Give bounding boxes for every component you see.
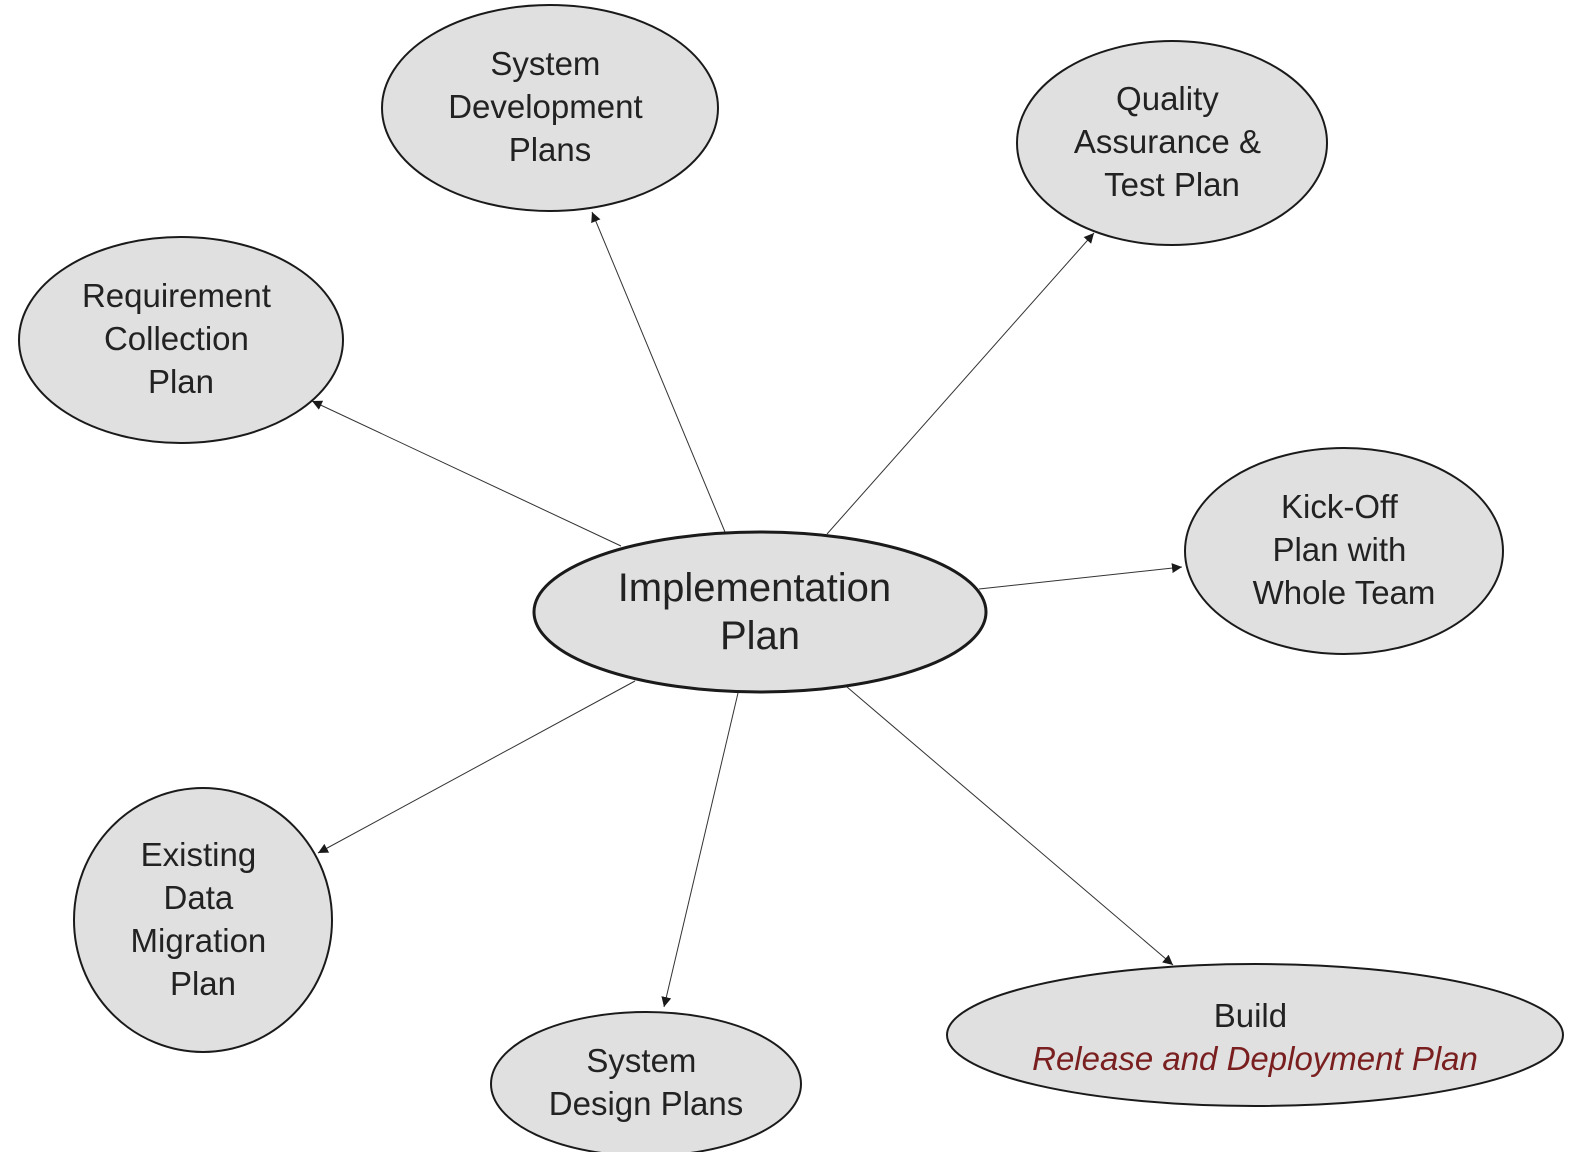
node-existing-data-migration-plan: Existing Data Migration Plan — [73, 787, 333, 1053]
build-subtitle: Release and Deployment Plan — [1032, 1040, 1478, 1077]
label-line: Plan — [170, 965, 236, 1002]
node-shape — [946, 963, 1564, 1107]
label-line: Plan — [148, 363, 214, 400]
label-line: Assurance & — [1074, 123, 1261, 160]
center-node-shape — [532, 530, 988, 694]
label-line: System — [586, 1042, 696, 1079]
label-line: System — [490, 45, 600, 82]
node-label: Existing Data Migration Plan — [131, 836, 276, 1002]
node-label: Requirement Collection Plan — [82, 277, 280, 400]
edge-to-system-design-plans — [661, 692, 739, 1008]
node-label: Build Release and Deployment Plan — [1032, 997, 1478, 1077]
label-line: Quality — [1116, 80, 1219, 117]
label-line: Existing — [141, 836, 257, 873]
edge-to-kick-off-plan — [978, 563, 1183, 590]
center-node-implementation-plan: Implementation Plan — [532, 530, 988, 694]
center-label-line-1: Implementation — [618, 566, 891, 610]
node-shape — [18, 236, 344, 444]
center-node-label: Implementation Plan — [618, 566, 903, 658]
build-title: Build — [1214, 997, 1287, 1034]
edge-to-build-release-plan — [846, 686, 1174, 966]
node-shape — [1016, 40, 1328, 246]
edge-to-existing-data-migration-plan — [317, 680, 636, 854]
node-label: System Development Plans — [448, 45, 652, 168]
node-kick-off-plan: Kick-Off Plan with Whole Team — [1184, 447, 1504, 655]
node-label: System Design Plans — [549, 1042, 743, 1122]
center-label-line-2: Plan — [720, 614, 800, 658]
edge-to-system-development-plans — [591, 211, 726, 533]
label-line: Plan with — [1272, 531, 1406, 568]
node-shape — [490, 1011, 802, 1152]
node-label: Kick-Off Plan with Whole Team — [1253, 488, 1436, 611]
label-line: Whole Team — [1253, 574, 1436, 611]
label-line: Design Plans — [549, 1085, 743, 1122]
node-shape — [381, 4, 719, 212]
node-system-development-plans: System Development Plans — [381, 4, 719, 212]
edge-to-quality-assurance-test-plan — [826, 232, 1095, 535]
node-requirement-collection-plan: Requirement Collection Plan — [18, 236, 344, 444]
label-line: Development — [448, 88, 642, 125]
node-shape — [73, 787, 333, 1053]
label-line: Data — [164, 879, 234, 916]
node-quality-assurance-test-plan: Quality Assurance & Test Plan — [1016, 40, 1328, 246]
edge-to-requirement-collection-plan — [311, 400, 622, 547]
label-line: Requirement — [82, 277, 271, 314]
label-line: Test Plan — [1104, 166, 1240, 203]
label-line: Plans — [509, 131, 592, 168]
label-line: Collection — [104, 320, 249, 357]
node-build-release-deployment-plan: Build Release and Deployment Plan — [946, 963, 1564, 1107]
node-label: Quality Assurance & Test Plan — [1074, 80, 1270, 203]
label-line: Migration — [131, 922, 267, 959]
node-shape — [1184, 447, 1504, 655]
edges — [311, 211, 1183, 1008]
label-line: Kick-Off — [1281, 488, 1399, 525]
node-system-design-plans: System Design Plans — [490, 1011, 802, 1152]
